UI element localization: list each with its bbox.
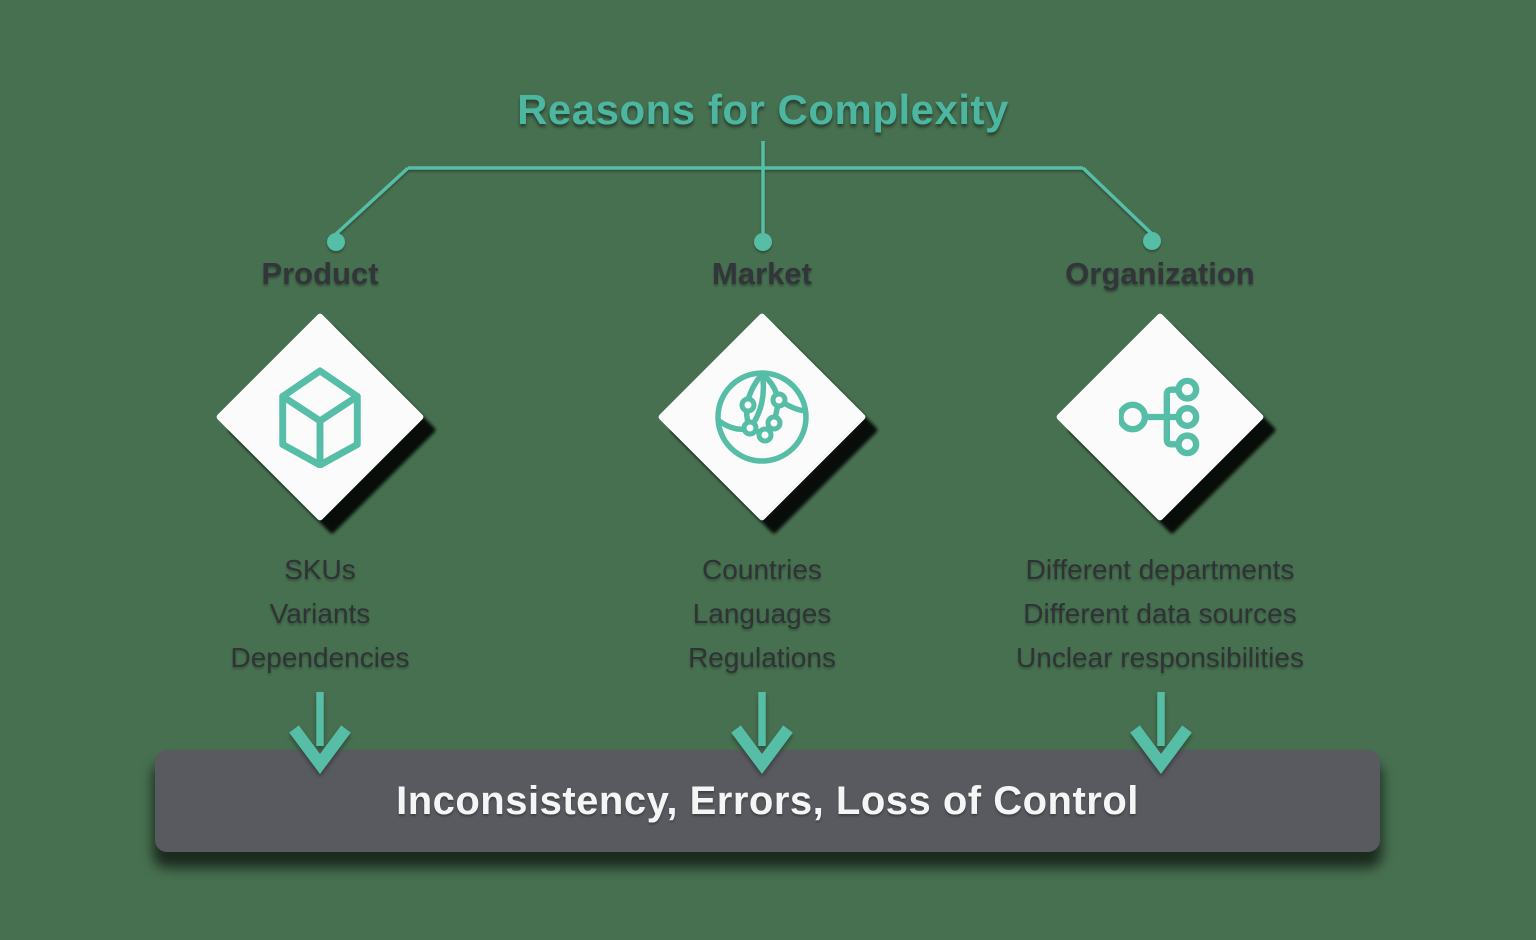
connector-right-branch-line bbox=[1081, 166, 1154, 236]
list-item: Unclear responsibilities bbox=[1016, 642, 1304, 673]
column-list-market: Countries Languages Regulations bbox=[582, 548, 942, 680]
diamond-card-market bbox=[582, 306, 942, 535]
branch-dot-market bbox=[754, 233, 772, 251]
result-bar: Inconsistency, Errors, Loss of Control bbox=[155, 750, 1380, 852]
diagram-title: Reasons for Complexity bbox=[517, 86, 1009, 133]
column-label-organization: Organization bbox=[1065, 256, 1255, 291]
result-bar-text: Inconsistency, Errors, Loss of Control bbox=[396, 778, 1139, 823]
column-product: Product SKUs Variants Dependencies bbox=[140, 252, 500, 680]
column-market: Market bbox=[582, 252, 942, 680]
column-list-product: SKUs Variants Dependencies bbox=[140, 548, 500, 680]
connector-left-branch-line bbox=[334, 166, 410, 236]
list-item: Dependencies bbox=[230, 642, 410, 673]
org-hierarchy-icon bbox=[1119, 377, 1200, 457]
diamond-card-product bbox=[140, 306, 500, 535]
column-list-organization: Different departments Different data sou… bbox=[980, 548, 1340, 680]
column-organization: Organization Different departments Diffe… bbox=[980, 252, 1340, 680]
list-item: Variants bbox=[269, 598, 371, 629]
list-item: Countries bbox=[702, 554, 822, 585]
list-item: Languages bbox=[692, 598, 832, 629]
list-item: Regulations bbox=[688, 642, 836, 673]
column-label-product: Product bbox=[261, 256, 379, 291]
branch-dot-product bbox=[327, 233, 345, 251]
diamond-card-organization bbox=[980, 306, 1340, 535]
list-item: Different data sources bbox=[1023, 598, 1297, 629]
list-item: Different departments bbox=[1025, 554, 1295, 585]
globe-network-icon bbox=[715, 370, 809, 464]
list-item: SKUs bbox=[284, 554, 356, 585]
cube-icon bbox=[279, 367, 361, 468]
branch-dot-organization bbox=[1143, 232, 1161, 250]
column-label-market: Market bbox=[712, 256, 812, 291]
